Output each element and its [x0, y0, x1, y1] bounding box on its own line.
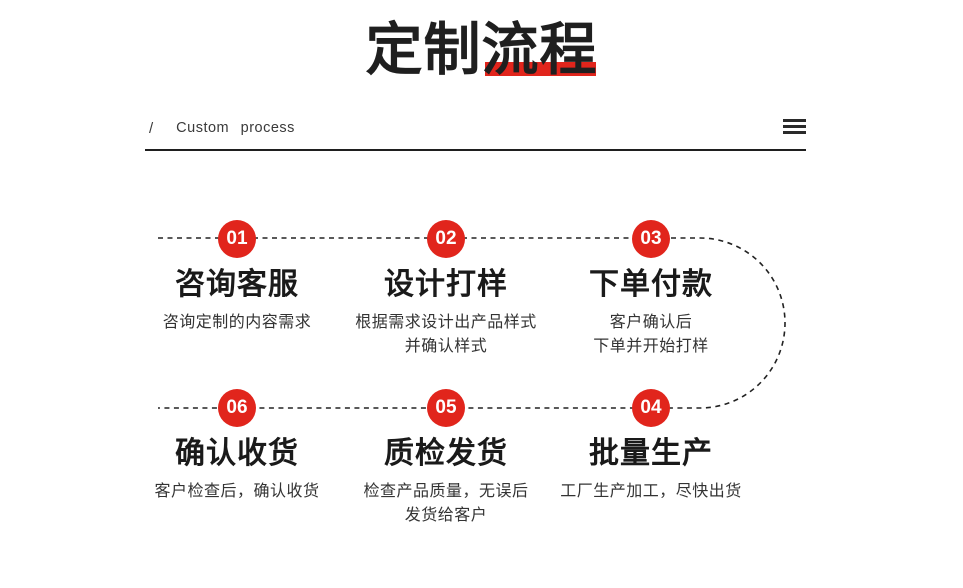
- step-01-title: 咨询客服: [175, 268, 299, 301]
- step-03-title: 下单付款: [589, 268, 713, 301]
- subtitle-text: Custom process: [176, 120, 295, 136]
- step-04-badge: 04: [632, 389, 670, 427]
- step-01-badge: 01: [218, 220, 256, 258]
- step-03-desc: 客户确认后: [609, 314, 693, 331]
- step-03-desc: 下单并开始打样: [593, 338, 709, 355]
- step-06-desc: 客户检查后，确认收货: [154, 483, 320, 500]
- menu-icon-bar: [783, 124, 806, 129]
- step-06-title: 确认收货: [175, 437, 299, 470]
- step-02-badge: 02: [427, 220, 465, 258]
- step-05-desc: 检查产品质量，无误后: [363, 483, 529, 500]
- page-title-wrap: 定制流程: [0, 21, 963, 79]
- step-06: 06 确认收货 客户检查后，确认收货: [102, 389, 372, 504]
- subheader-row: / Custom process: [145, 114, 806, 142]
- step-04-title: 批量生产: [589, 437, 713, 470]
- step-05-badge: 05: [427, 389, 465, 427]
- step-01-desc: 咨询定制的内容需求: [162, 314, 312, 331]
- page-title-text: 定制流程: [365, 18, 598, 82]
- subheader-divider: [145, 149, 806, 151]
- step-02-desc: 根据需求设计出产品样式: [355, 314, 537, 331]
- menu-icon-bar: [783, 130, 806, 134]
- title-red-underline: [485, 62, 596, 76]
- step-02-title: 设计打样: [384, 268, 508, 301]
- page-title: 定制流程: [366, 21, 598, 79]
- step-02: 02 设计打样 根据需求设计出产品样式 并确认样式: [311, 220, 581, 359]
- step-02-desc: 并确认样式: [404, 338, 488, 355]
- menu-icon-bar: [783, 119, 806, 123]
- menu-icon: [783, 119, 806, 134]
- step-05-title: 质检发货: [384, 437, 508, 470]
- subtitle-slash: /: [149, 119, 154, 137]
- step-01: 01 咨询客服 咨询定制的内容需求: [102, 220, 372, 335]
- step-04: 04 批量生产 工厂生产加工，尽快出货: [516, 389, 786, 504]
- step-05: 05 质检发货 检查产品质量，无误后 发货给客户: [311, 389, 581, 528]
- step-06-badge: 06: [218, 389, 256, 427]
- step-03-badge: 03: [632, 220, 670, 258]
- step-03: 03 下单付款 客户确认后 下单并开始打样: [516, 220, 786, 359]
- step-04-desc: 工厂生产加工，尽快出货: [560, 483, 742, 500]
- subheader: / Custom process: [145, 114, 806, 151]
- step-05-desc: 发货给客户: [404, 507, 488, 524]
